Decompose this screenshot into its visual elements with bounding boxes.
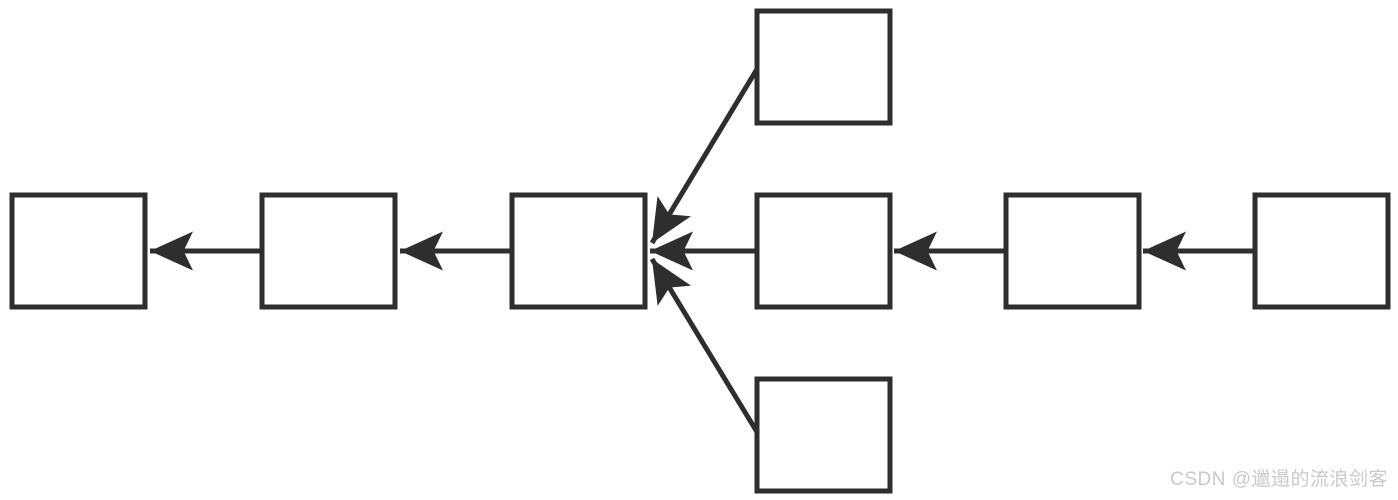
node-box-5[interactable] xyxy=(1003,192,1142,310)
node-box-3[interactable] xyxy=(509,192,648,310)
edges-layer xyxy=(150,67,1255,434)
edge-bottom-to-3 xyxy=(649,257,760,434)
node-box-2[interactable] xyxy=(259,192,398,310)
edge-top-to-3 xyxy=(649,67,760,245)
node-box-bottom[interactable] xyxy=(754,376,893,494)
node-box-4[interactable] xyxy=(754,192,893,310)
csdn-watermark: CSDN @邋遢的流浪剑客 xyxy=(1170,469,1388,490)
node-box-1[interactable] xyxy=(9,192,148,310)
node-box-top[interactable] xyxy=(754,8,893,126)
nodes-layer xyxy=(9,8,1391,494)
node-box-6[interactable] xyxy=(1252,192,1391,310)
